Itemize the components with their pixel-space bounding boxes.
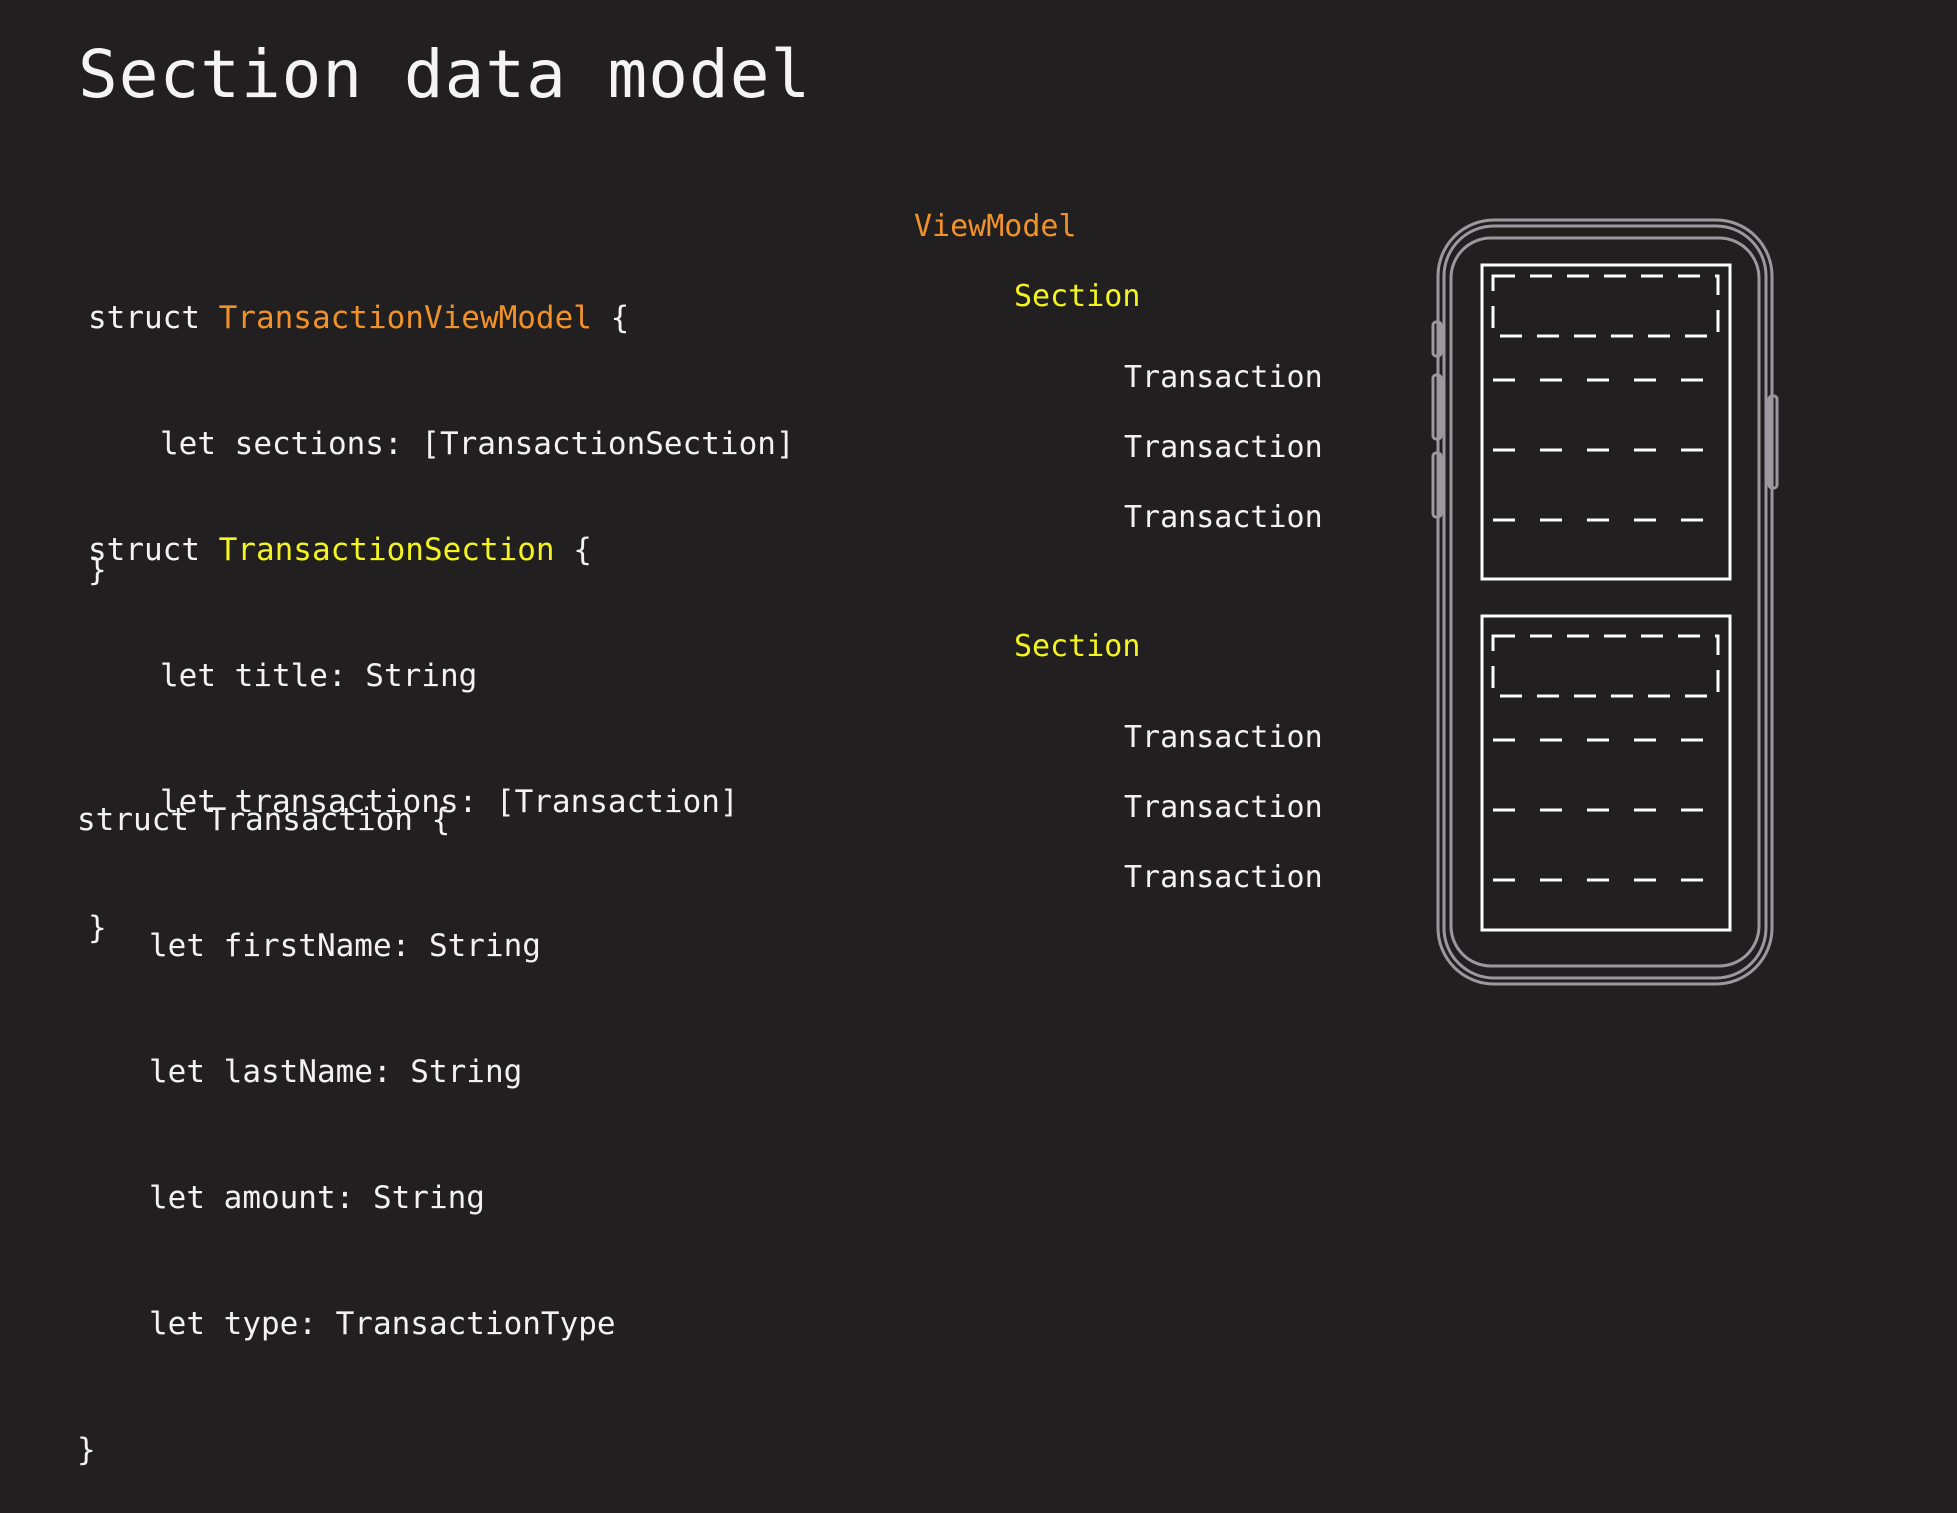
code-keyword: struct xyxy=(88,532,200,568)
section-card xyxy=(1480,263,1732,581)
section-header-placeholder xyxy=(1491,634,1720,698)
tree-transaction-label: Transaction xyxy=(1124,500,1323,535)
code-keyword: struct xyxy=(88,300,200,336)
tree-section-label: Section xyxy=(1014,629,1141,664)
section-card xyxy=(1480,614,1732,932)
phone-inner-frame xyxy=(1449,236,1761,968)
code-type-name: Transaction xyxy=(207,802,413,838)
tree-transaction-label: Transaction xyxy=(1124,430,1323,465)
code-block-view-model: struct TransactionViewModel { let sectio… xyxy=(88,213,795,633)
code-field: let sections: [TransactionSection] xyxy=(160,426,795,462)
code-line-declaration: struct TransactionSection { xyxy=(88,529,739,571)
code-field: let title: String xyxy=(160,658,478,694)
tree-transaction-label: Transaction xyxy=(1124,790,1323,825)
code-field: let transactions: [Transaction] xyxy=(160,784,739,820)
code-brace-close: } xyxy=(88,910,107,946)
code-field: let lastName: String xyxy=(149,1054,523,1090)
code-brace-close: } xyxy=(88,552,107,588)
code-field: let type: TransactionType xyxy=(149,1306,616,1342)
tree-transaction-label: Transaction xyxy=(1124,360,1323,395)
code-block-section: struct TransactionSection { let title: S… xyxy=(88,445,739,991)
phone-outer-frame xyxy=(1436,218,1774,986)
code-type-name: TransactionSection xyxy=(218,532,555,568)
tree-root-view-model: ViewModel xyxy=(914,209,1077,244)
phone-wireframe-illustration xyxy=(1431,218,1779,986)
code-brace-open: { xyxy=(431,802,451,838)
code-brace-close: } xyxy=(77,1432,96,1468)
code-block-transaction: struct Transaction { let firstName: Stri… xyxy=(77,715,616,1513)
code-field: let amount: String xyxy=(149,1180,485,1216)
phone-middle-frame xyxy=(1442,224,1768,980)
code-field: let firstName: String xyxy=(149,928,541,964)
page-title: Section data model xyxy=(78,36,812,113)
code-line-declaration: struct Transaction { xyxy=(77,799,616,841)
code-brace-open: { xyxy=(610,300,630,336)
code-line-declaration: struct TransactionViewModel { xyxy=(88,297,795,339)
code-keyword: struct xyxy=(77,802,189,838)
section-header-placeholder xyxy=(1491,274,1720,338)
tree-section-label: Section xyxy=(1014,279,1141,314)
code-type-name: TransactionViewModel xyxy=(218,300,592,336)
tree-transaction-label: Transaction xyxy=(1124,860,1323,895)
code-brace-open: { xyxy=(573,532,592,568)
tree-transaction-label: Transaction xyxy=(1124,720,1323,755)
